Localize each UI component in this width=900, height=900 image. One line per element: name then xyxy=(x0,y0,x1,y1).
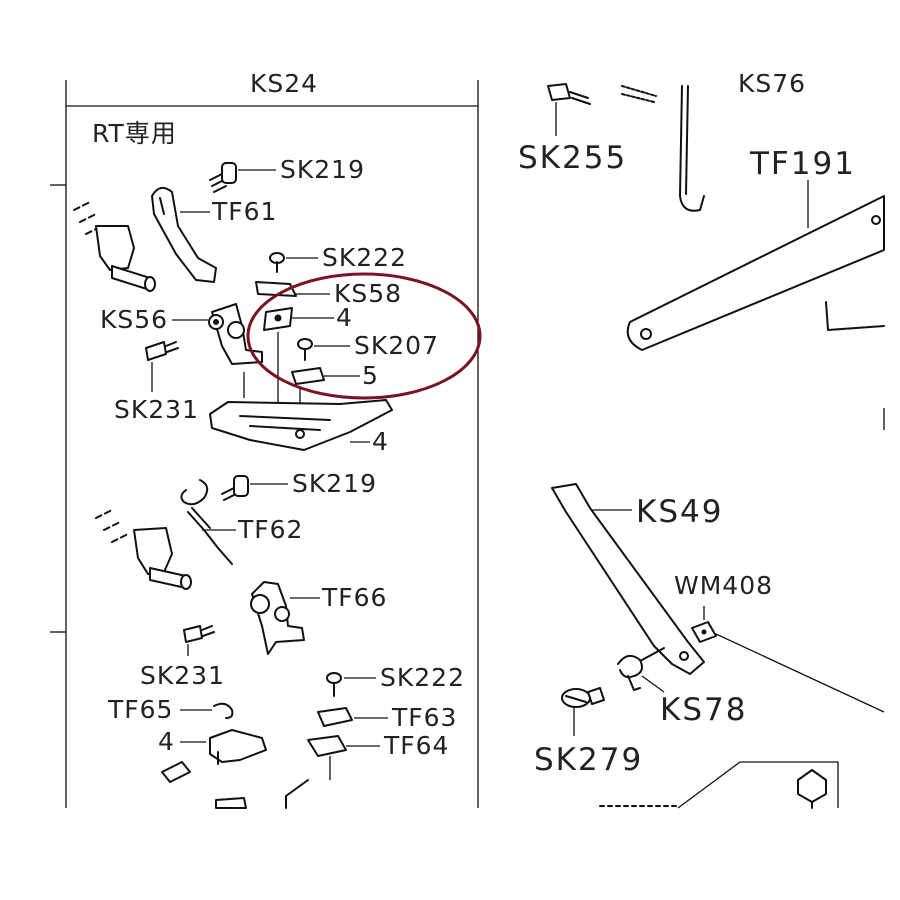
top-right-fragment-label: KS76 xyxy=(738,69,806,98)
tf62-spring xyxy=(180,479,233,565)
sk222-screw-upper xyxy=(269,252,285,273)
bottom-right-box xyxy=(599,761,839,809)
label-sk231-upper: SK231 xyxy=(114,395,199,424)
part-4-small-plate xyxy=(263,307,293,331)
label-4-upper: 4 xyxy=(336,303,353,332)
tf65-spring xyxy=(213,702,234,719)
label-sk231-lower: SK231 xyxy=(140,661,225,690)
sk231-screw-upper xyxy=(145,341,179,361)
part-5-plate xyxy=(291,367,325,385)
label-tf66: TF66 xyxy=(321,583,387,612)
label-ks56: KS56 xyxy=(100,305,168,334)
sk255-screw xyxy=(547,83,657,105)
tf64-plate xyxy=(307,735,347,780)
label-sk207: SK207 xyxy=(354,331,439,360)
label-tf191: TF191 xyxy=(749,146,856,182)
hook-rod xyxy=(679,85,705,212)
label-sk219-lower: SK219 xyxy=(292,469,377,498)
section-title: RT専用 xyxy=(92,119,177,148)
label-tf62: TF62 xyxy=(237,515,303,544)
presser-bar-lower xyxy=(95,509,192,590)
highlight-circle xyxy=(246,272,482,400)
left-panel-frame xyxy=(50,80,479,808)
label-tf63: TF63 xyxy=(391,703,457,732)
label-wm408: WM408 xyxy=(674,571,773,600)
ks49-lever xyxy=(551,483,705,675)
label-sk255: SK255 xyxy=(518,140,627,176)
sk231-screw-lower xyxy=(183,625,215,643)
wm408-washer xyxy=(691,606,885,713)
ks56-foot-holder xyxy=(208,303,263,365)
label-ks78: KS78 xyxy=(660,692,747,728)
label-tf65: TF65 xyxy=(107,695,173,724)
label-sk222-lower: SK222 xyxy=(380,663,465,692)
sk279-screw xyxy=(561,687,605,708)
label-5: 5 xyxy=(362,361,379,390)
presser-bar-upper xyxy=(73,201,156,292)
part-4-presser-foot xyxy=(209,399,393,451)
top-left-fragment-label: KS24 xyxy=(250,69,318,98)
tf61-lever xyxy=(151,186,217,283)
label-ks49: KS49 xyxy=(636,494,723,530)
label-sk219-upper: SK219 xyxy=(280,155,365,184)
tf191-link-bar xyxy=(626,195,885,351)
ks78-spring xyxy=(617,647,665,691)
sk219-screw-lower xyxy=(221,475,249,501)
label-ks58: KS58 xyxy=(334,279,402,308)
label-tf64: TF64 xyxy=(383,731,449,760)
sk207-screw xyxy=(297,338,313,361)
tf66-holder xyxy=(250,581,305,655)
label-tf61: TF61 xyxy=(211,197,277,226)
label-4-lower: 4 xyxy=(158,727,175,756)
tf63-plate xyxy=(317,707,353,727)
bottom-stub-parts xyxy=(161,761,309,809)
sk222-screw-lower xyxy=(326,672,342,697)
sk219-screw-upper xyxy=(209,162,237,193)
ks58-plate xyxy=(255,281,297,297)
label-4-foot: 4 xyxy=(372,427,389,456)
part-4-lower-holder xyxy=(209,729,267,765)
label-sk222-upper: SK222 xyxy=(322,243,407,272)
label-sk279: SK279 xyxy=(534,742,643,778)
